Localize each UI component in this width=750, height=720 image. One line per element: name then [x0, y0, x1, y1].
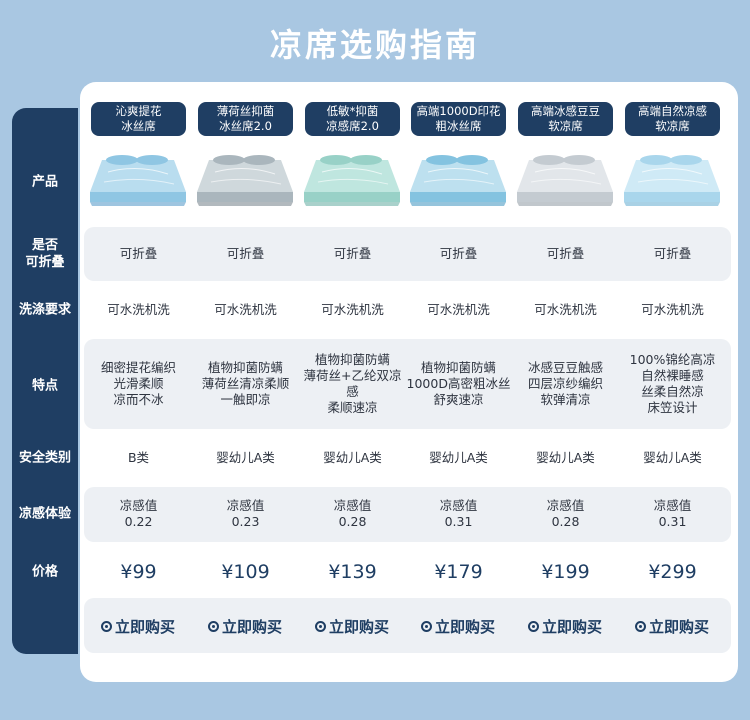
buy-now-label: 立即购买 [221, 617, 282, 636]
row-band-foldable [84, 227, 731, 281]
washing-cell: 可水洗机洗 [534, 302, 597, 317]
features-cell: 100%锦纶高凉 自然裸睡感 丝柔自然凉 床笠设计 [629, 352, 716, 415]
foldable-cell: 可折叠 [439, 246, 478, 261]
row-label-product: 产品 [31, 174, 58, 190]
buy-now-label: 立即购买 [434, 617, 495, 636]
row-label-safety: 安全类别 [18, 450, 71, 466]
row-band-features [84, 339, 731, 429]
product-name-tag: 高端1000D印花 粗冰丝席 [411, 102, 506, 136]
price-cell: ¥299 [648, 561, 697, 583]
product-image [304, 155, 400, 206]
cooling-cell: 凉感值 0.23 [226, 498, 265, 529]
buy-now-button[interactable]: 立即购买 [408, 611, 508, 641]
row-band-buy [84, 598, 731, 653]
row-label-washing: 洗涤要求 [18, 302, 71, 318]
row-label-column: 产品 是否 可折叠 洗涤要求 特点 安全类别 凉感体验 价格 [12, 108, 78, 654]
target-icon [420, 620, 432, 632]
safety-cell: B类 [127, 450, 150, 465]
product-image [517, 155, 613, 206]
price-cell: ¥179 [434, 561, 483, 583]
washing-cell: 可水洗机洗 [214, 302, 277, 317]
foldable-cell: 可折叠 [653, 246, 692, 261]
washing-cell: 可水洗机洗 [107, 302, 170, 317]
foldable-cell: 可折叠 [546, 246, 585, 261]
product-name-tag: 沁爽提花 冰丝席 [91, 102, 186, 136]
features-cell: 细密提花编织 光滑柔顺 凉而不冰 [100, 360, 176, 407]
row-band-cooling [84, 487, 731, 542]
product-name-tag: 薄荷丝抑菌 冰丝席2.0 [198, 102, 293, 136]
foldable-cell: 可折叠 [333, 246, 372, 261]
buy-now-label: 立即购买 [328, 617, 389, 636]
buy-now-button[interactable]: 立即购买 [515, 611, 615, 641]
foldable-cell: 可折叠 [226, 246, 265, 261]
buy-now-label: 立即购买 [648, 617, 709, 636]
buy-now-button[interactable]: 立即购买 [302, 611, 402, 641]
washing-cell: 可水洗机洗 [321, 302, 384, 317]
price-cell: ¥99 [120, 561, 157, 583]
safety-cell: 婴幼儿A类 [216, 450, 275, 465]
features-cell: 植物抑菌防螨 薄荷丝+乙纶双凉感 柔顺速凉 [303, 352, 402, 415]
safety-cell: 婴幼儿A类 [643, 450, 702, 465]
product-image [410, 155, 506, 206]
row-label-features: 特点 [31, 378, 58, 394]
product-name-tag: 高端自然凉感 软凉席 [625, 102, 720, 136]
features-cell: 冰感豆豆触感 四层凉纱编织 软弹清凉 [527, 360, 603, 407]
features-cell: 植物抑菌防螨 薄荷丝清凉柔顺 一触即凉 [201, 360, 290, 407]
buy-now-label: 立即购买 [114, 617, 175, 636]
row-label-foldable: 是否 可折叠 [25, 238, 65, 270]
row-label-price: 价格 [31, 564, 58, 580]
buy-now-button[interactable]: 立即购买 [88, 611, 188, 641]
cooling-cell: 凉感值 0.31 [439, 498, 478, 529]
target-icon [314, 620, 326, 632]
target-icon [634, 620, 646, 632]
product-image [197, 155, 293, 206]
product-name-tag: 高端冰感豆豆 软凉席 [518, 102, 613, 136]
features-cell: 植物抑菌防螨 1000D高密粗冰丝 舒爽速凉 [406, 360, 511, 407]
cooling-cell: 凉感值 0.28 [546, 498, 585, 529]
price-cell: ¥139 [328, 561, 377, 583]
buy-now-button[interactable]: 立即购买 [622, 611, 722, 641]
washing-cell: 可水洗机洗 [641, 302, 704, 317]
price-cell: ¥109 [221, 561, 270, 583]
cooling-cell: 凉感值 0.31 [653, 498, 692, 529]
target-icon [527, 620, 539, 632]
safety-cell: 婴幼儿A类 [429, 450, 488, 465]
foldable-cell: 可折叠 [119, 246, 158, 261]
safety-cell: 婴幼儿A类 [323, 450, 382, 465]
product-image [90, 155, 186, 206]
cooling-cell: 凉感值 0.22 [119, 498, 158, 529]
cooling-cell: 凉感值 0.28 [333, 498, 372, 529]
buy-now-button[interactable]: 立即购买 [195, 611, 295, 641]
washing-cell: 可水洗机洗 [427, 302, 490, 317]
product-image [624, 155, 720, 206]
target-icon [207, 620, 219, 632]
price-cell: ¥199 [541, 561, 590, 583]
product-name-tag: 低敏*抑菌 凉感席2.0 [305, 102, 400, 136]
target-icon [100, 620, 112, 632]
safety-cell: 婴幼儿A类 [536, 450, 595, 465]
buy-now-label: 立即购买 [541, 617, 602, 636]
page-title: 凉席选购指南 [269, 26, 480, 64]
row-label-cooling: 凉感体验 [18, 506, 71, 522]
